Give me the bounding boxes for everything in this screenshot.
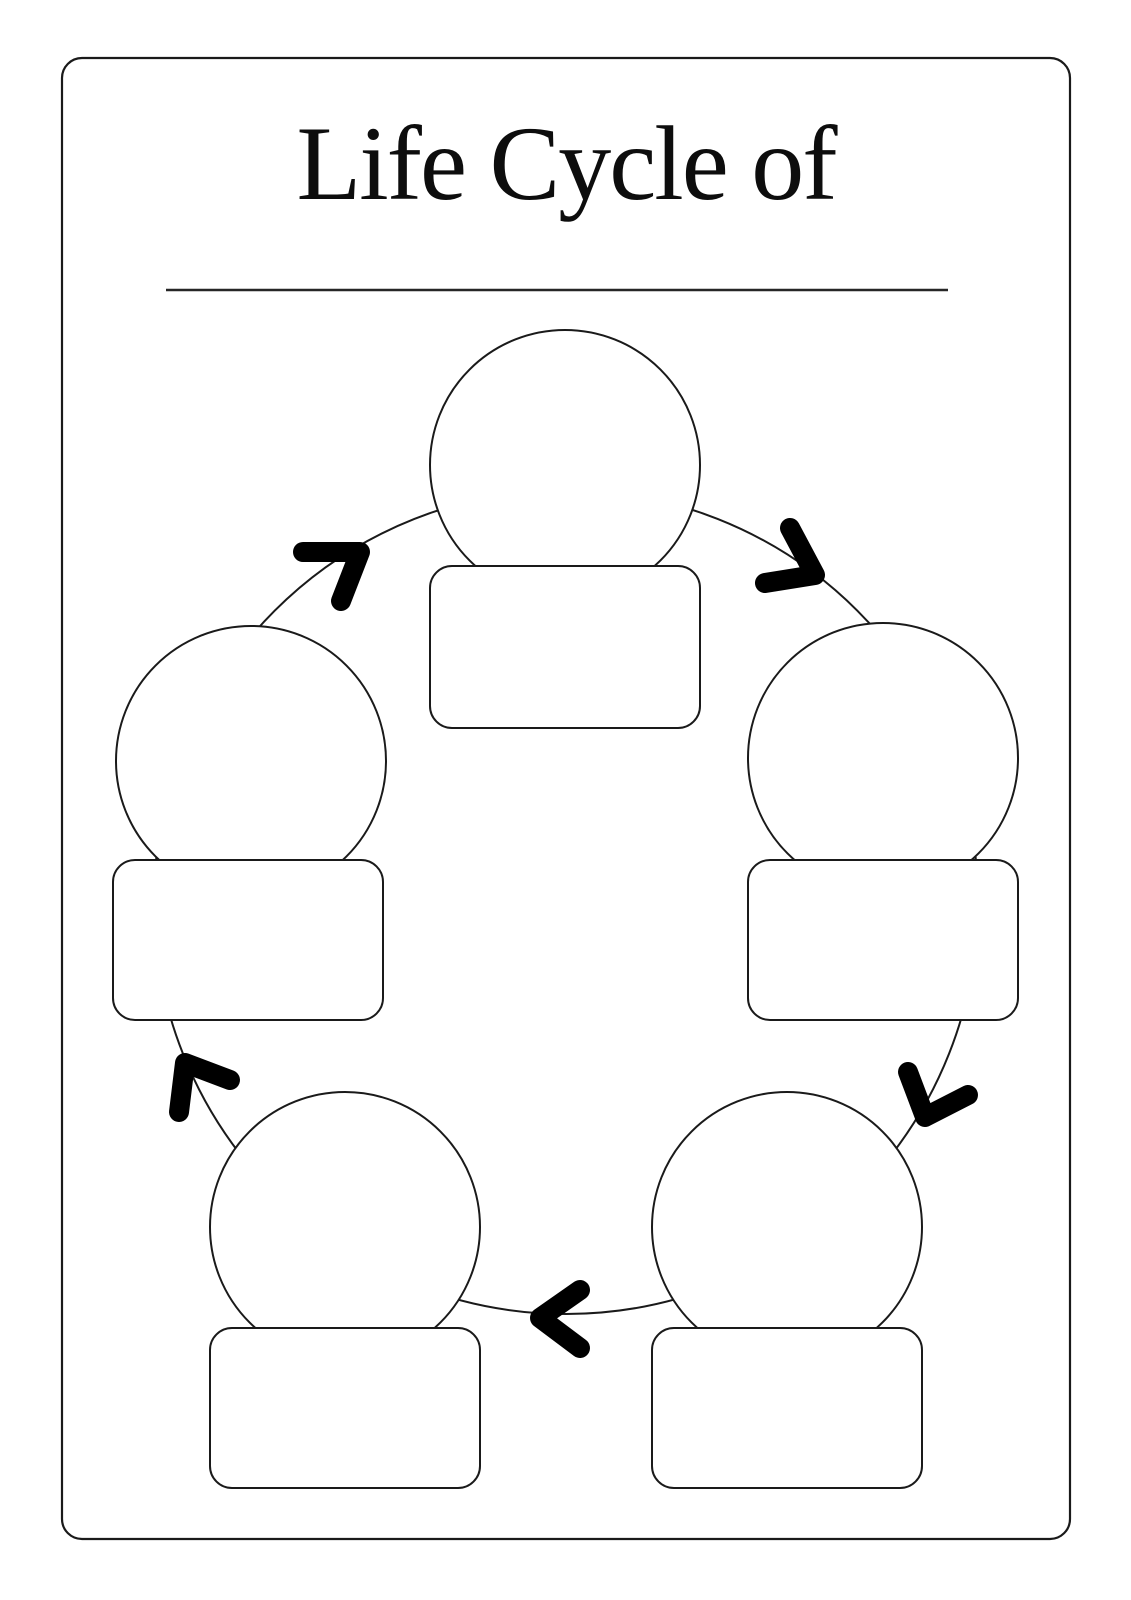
- arrow-bottom-left-to-left-icon: [169, 1053, 240, 1122]
- arrow-top-to-right-icon: [755, 518, 825, 593]
- page-border: [60, 56, 1072, 1541]
- stage-circle-left[interactable]: [115, 625, 387, 897]
- arrow-bottom-right-to-bottom-left-icon: [530, 1280, 590, 1358]
- stage-circle-bottom-left[interactable]: [209, 1091, 481, 1363]
- stage-left: [112, 625, 387, 1021]
- stage-circle-top[interactable]: [429, 329, 701, 601]
- stage-right: [747, 622, 1019, 1021]
- stage-label-box-right[interactable]: [747, 859, 1019, 1021]
- page-title: Life Cycle of: [296, 105, 838, 222]
- arrow-right-to-bottom-right-icon: [898, 1062, 978, 1127]
- stage-label-box-left[interactable]: [112, 859, 384, 1021]
- stage-label-box-bottom-left[interactable]: [209, 1327, 481, 1489]
- stage-circle-bottom-right[interactable]: [651, 1091, 923, 1363]
- stage-circle-right[interactable]: [747, 622, 1019, 894]
- stage-label-box-top[interactable]: [429, 565, 701, 729]
- arrow-left-to-top-icon: [293, 542, 370, 611]
- stage-label-box-bottom-right[interactable]: [651, 1327, 923, 1489]
- stage-top: [429, 329, 701, 729]
- stage-bottom-right: [651, 1091, 923, 1489]
- stage-bottom-left: [209, 1091, 481, 1489]
